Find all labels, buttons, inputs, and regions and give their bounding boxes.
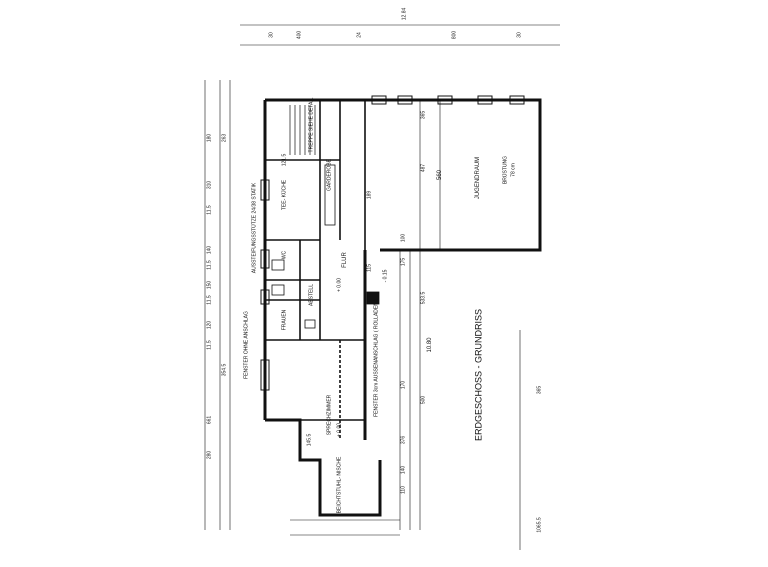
room-sprechzimmer: SPRECHZIMMER — [326, 394, 333, 436]
level-flur: + 0.00 — [336, 277, 343, 293]
dim-120: 120 — [206, 320, 213, 330]
windows — [260, 95, 525, 391]
dim-400: 400 — [296, 30, 303, 40]
room-treppe: TREPPE SIEHE DETAIL — [308, 97, 315, 153]
dim-310: 310 — [206, 180, 213, 190]
dim-661: 661 — [206, 415, 213, 425]
dim-115b: 11.5 — [206, 260, 213, 270]
dim-140b: 140 — [400, 465, 407, 475]
dim-280: 280 — [206, 450, 213, 460]
dim-1065: 1065.5 — [536, 517, 543, 533]
dim-189: 189 — [366, 190, 373, 200]
dim-263: 263 — [221, 133, 228, 143]
dim-150: 150 — [206, 280, 213, 290]
plan-title: ERDGESCHOSS - GRUNDRISS — [473, 308, 484, 442]
room-flur: FLUR — [342, 252, 348, 268]
room-teekueche: TEE- KÜCHE — [281, 179, 288, 211]
dim-30a: 30 — [268, 32, 275, 38]
stair — [289, 105, 316, 155]
room-bruestung: BRÜSTUNG — [502, 155, 509, 185]
dim-365b: 365 — [536, 385, 543, 395]
level-stair: - 0.15 — [382, 269, 389, 283]
dim-376: 376 — [400, 435, 407, 445]
note-stuetze: AUSSTEIFUNGSSTÜTZE 24/38 STATIK — [251, 182, 258, 274]
note-fenster-aussen: FENSTER 3cm AUSSENANSCHLAG ( ROLLADEN ) — [373, 299, 380, 417]
dim-500: 500 — [420, 395, 427, 405]
inner-walls — [265, 100, 366, 440]
room-wc: WC — [281, 250, 288, 260]
dim-354: 354.5 — [221, 363, 228, 377]
dim-total-top: 12.84 — [401, 7, 408, 21]
dimension-lines — [204, 24, 560, 550]
dim-110: 110 — [400, 486, 407, 494]
room-abstell: ABSTELL — [308, 284, 315, 306]
dim-115c: 11.5 — [206, 295, 213, 305]
room-beichtstuhl: BEICHTSTUHL- NISCHE — [336, 456, 343, 514]
dim-180: 180 — [206, 133, 213, 143]
dim-170: 170 — [400, 380, 407, 390]
dim-533: 533.5 — [420, 291, 427, 305]
dim-1080: 10.80 — [427, 337, 433, 353]
dim-365: 365 — [420, 110, 427, 120]
room-bruestung-height: 78 cm — [510, 163, 517, 177]
dim-24: 24 — [356, 32, 363, 38]
dim-800: 800 — [451, 30, 458, 40]
dim-175: 175 — [400, 257, 407, 267]
room-jugendraum: JUGENDRAUM — [475, 156, 481, 200]
room-frauen: FRAUEN — [281, 309, 288, 331]
dim-115d: 11.5 — [206, 340, 213, 350]
room-garderobe: GARDEROBE — [326, 159, 333, 191]
dim-115a: 11.5 — [206, 205, 213, 215]
dim-140: 140 — [206, 245, 213, 255]
dim-30b: 30 — [516, 32, 523, 38]
dim-145: 145.5 — [306, 433, 313, 447]
dim-100: 100 — [400, 233, 407, 243]
dim-560: 560 — [437, 169, 443, 181]
dim-487: 487 — [420, 163, 427, 173]
dim-115e: 115 — [366, 264, 373, 272]
dim-121: 121.5 — [281, 153, 288, 167]
fixtures — [271, 164, 380, 329]
outer-walls — [263, 98, 542, 517]
note-fenster-ohne: FENSTER OHNE ANSCHLAG — [243, 311, 250, 379]
level-sprech: + 0.00 — [336, 422, 343, 438]
